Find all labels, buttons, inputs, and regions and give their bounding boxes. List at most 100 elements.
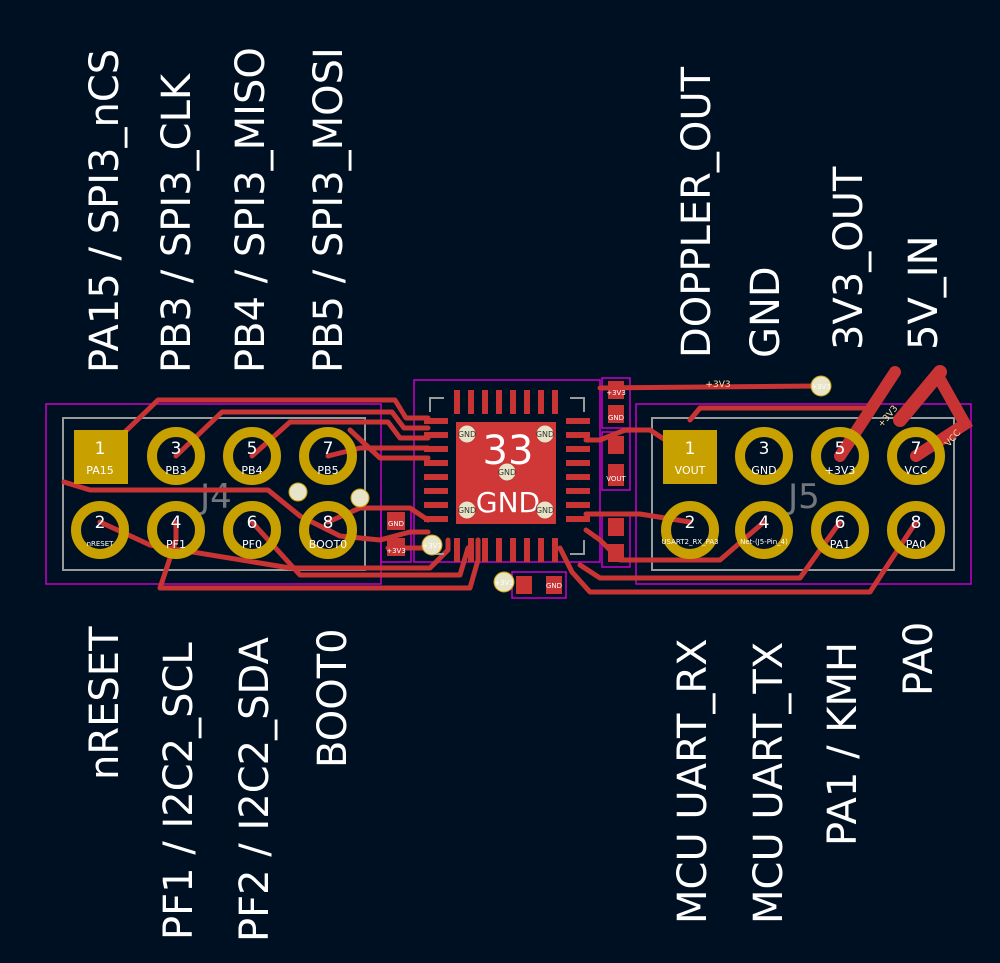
capacitor-bottom: GND <box>516 576 562 594</box>
label-pa1-kmh: PA1 / KMH <box>820 642 866 846</box>
j4-pin-2-pad <box>71 501 129 559</box>
j4-pin-5-name: PB4 <box>241 464 262 477</box>
j5-pin-1-num: 1 <box>685 439 696 459</box>
trace-vcc-wide-2 <box>893 365 947 427</box>
j4-pin-5-num: 5 <box>247 439 258 459</box>
label-pa0: PA0 <box>896 622 942 696</box>
j4-pin-3-pad <box>147 427 205 485</box>
trace-pa15 <box>97 397 431 459</box>
label-5v-in: 5V_IN <box>901 235 947 350</box>
j4-pin-3-num: 3 <box>171 439 182 459</box>
j5-pin-6-pad <box>811 501 869 559</box>
j5-pin-7-name: VCC <box>905 464 928 477</box>
cap-left-net-3v3: +3V3 <box>386 547 406 555</box>
trace-pa0 <box>557 519 919 595</box>
j5-pin-4-num: 4 <box>759 513 770 533</box>
trace-pf0-2 <box>249 519 471 578</box>
capacitor-top: +3V3 GND <box>606 381 626 423</box>
j5-pin-8-pad <box>887 501 945 559</box>
c-top-courtyard <box>601 377 631 429</box>
via-label-3: GND <box>498 468 516 477</box>
j5-pin-7-pad <box>887 427 945 485</box>
label-gnd: GND <box>743 266 789 358</box>
u1-pad-net: GND <box>476 486 540 519</box>
cap-bottom-net-gnd: GND <box>546 582 562 590</box>
vias <box>288 375 832 593</box>
j4-pin-7-num: 7 <box>323 439 334 459</box>
j4-pin-3-name: PB3 <box>165 464 186 477</box>
label-nreset: nRESET <box>82 626 128 780</box>
u1-pins-top <box>454 390 558 414</box>
passives: +3V3 GND VOUT GND +3V3 GND <box>386 381 627 594</box>
j4-courtyard <box>45 403 382 585</box>
j4-pin-4-pad <box>147 501 205 559</box>
res-mid-net-vout: VOUT <box>606 475 626 483</box>
u1-fab-corners <box>429 397 585 555</box>
bottom-labels-j4: nRESET PF1 / I2C2_SCL PF2 / I2C2_SDA BOO… <box>82 626 356 942</box>
via-label-1: GND <box>458 430 476 439</box>
trace-pb3 <box>173 409 431 459</box>
via-label-4: GND <box>458 506 476 515</box>
trace-pf0-route <box>61 479 431 543</box>
via-3v3-bottom <box>493 571 515 593</box>
label-pf1-i2c2-scl: PF1 / I2C2_SCL <box>156 642 202 940</box>
trace-nreset <box>97 519 451 571</box>
traces <box>61 383 919 595</box>
j5-pin-6-name: PA1 <box>830 538 850 551</box>
j4-pads: 1 PA15 3 PB3 5 PB4 7 PB5 2 nRESET 4 PF1 … <box>71 427 357 559</box>
cap-top-net-gnd: GND <box>608 414 624 422</box>
label-pb4-spi3-miso: PB4 / SPI3_MISO <box>228 47 274 373</box>
label-boot0: BOOT0 <box>310 628 356 768</box>
j4-pin-4-name: PF1 <box>166 538 186 551</box>
j5-pin-5-num: 5 <box>835 439 846 459</box>
j4-pin-5-pad <box>223 427 281 485</box>
resistor-r2 <box>608 518 624 562</box>
j5-pin-5-pad <box>811 427 869 485</box>
j5-pin-2-num: 2 <box>685 513 696 533</box>
j5-pin-2-name: USART2_RX_PA3 <box>661 538 718 546</box>
j4-pin-1-num: 1 <box>95 439 106 459</box>
via-j4-a <box>288 482 308 502</box>
j4-pin-6-pad <box>223 501 281 559</box>
j5-pin-5-name: +3V3 <box>825 464 856 477</box>
trace-pf1 <box>157 519 481 591</box>
resistor-mid: VOUT <box>606 436 627 486</box>
u1-pins-bottom <box>454 538 558 562</box>
j4-pin-7-name: PB5 <box>317 464 338 477</box>
label-pf2-i2c2-sda: PF2 / I2C2_SDA <box>232 636 278 942</box>
j4-pin-2-name: nRESET <box>87 540 115 548</box>
label-doppler-out: DOPPLER_OUT <box>674 66 720 358</box>
j5-pin-3-num: 3 <box>759 439 770 459</box>
j5-pin-1-name: VOUT <box>675 464 706 477</box>
j5-pin-6-num: 6 <box>835 513 846 533</box>
u1-thermal-vias <box>457 424 555 520</box>
j5-pin-3-pad <box>735 427 793 485</box>
trace-3v3-top <box>597 383 821 391</box>
label-mcu-uart-rx: MCU UART_RX <box>670 638 716 924</box>
via-label-2: GND <box>536 430 554 439</box>
label-3v3-out: 3V3_OUT <box>826 166 872 350</box>
j4-pin-1-name: PA15 <box>86 464 113 477</box>
u1-ic: 33 GND GND GND GND GND GND <box>424 390 590 562</box>
trace-3v3-wide <box>834 366 901 462</box>
j5-pin-3-name: GND <box>751 464 776 477</box>
j5-pin-4-name: Net-(J5-Pin_4) <box>740 538 788 546</box>
trace-pb5-2 <box>347 427 431 461</box>
j4-pin-8-num: 8 <box>323 513 334 533</box>
via-label-5: GND <box>536 506 554 515</box>
via-3v3-left <box>421 534 443 556</box>
j5-pin-4-pad <box>735 501 793 559</box>
j4-pin-8-name: BOOT0 <box>309 538 347 551</box>
bottom-labels-j5: MCU UART_RX MCU UART_TX PA1 / KMH PA0 <box>670 622 942 924</box>
via-3v3-bottom-label: +3V3 <box>494 579 514 587</box>
via-3v3-top <box>810 375 832 397</box>
u1-pins-right <box>566 418 590 522</box>
j4-pin-8-pad <box>299 501 357 559</box>
capacitor-left: GND +3V3 <box>386 512 406 556</box>
trace-pb5 <box>325 445 431 459</box>
j5-pin-2-pad <box>661 501 719 559</box>
u1-pins-left <box>424 418 448 522</box>
top-labels-j5: DOPPLER_OUT GND 3V3_OUT 5V_IN <box>674 66 947 358</box>
j4-pin-1-pad <box>74 430 128 484</box>
trace-pb4 <box>249 419 431 459</box>
